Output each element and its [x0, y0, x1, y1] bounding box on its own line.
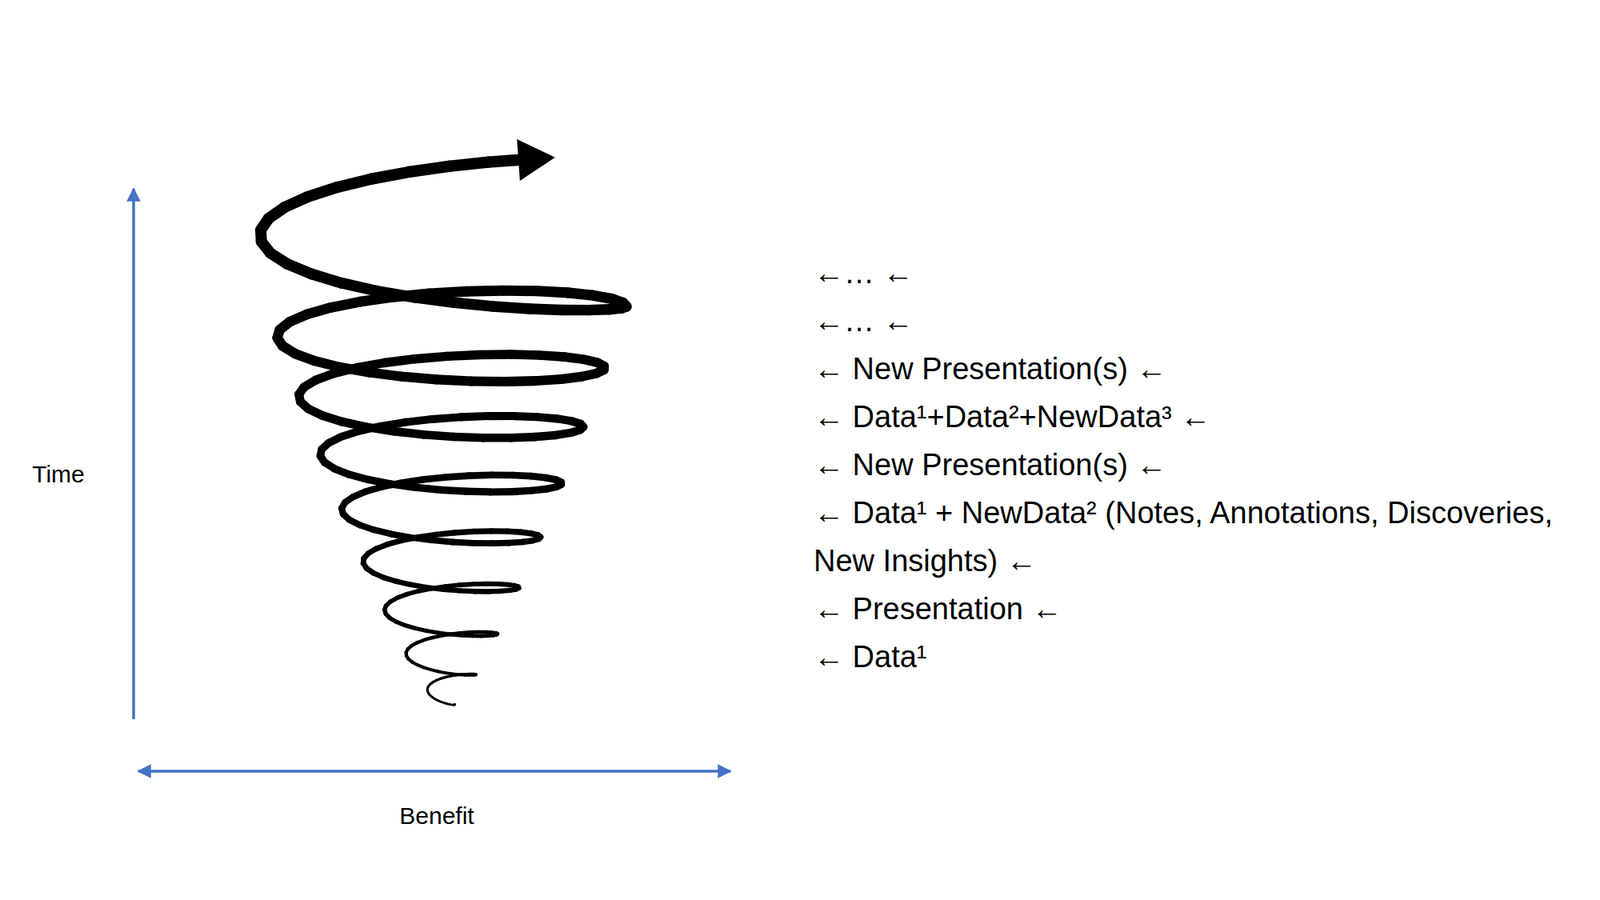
- spiral-stroke: [492, 306, 529, 309]
- spiral-stroke: [448, 162, 488, 167]
- cycle-step: ← Data¹: [813, 632, 1566, 681]
- cycle-step: ←… ←: [813, 296, 1566, 345]
- spiral-stroke: [423, 434, 454, 437]
- spiral-arrowhead: [516, 139, 556, 181]
- cycle-step: ← Data¹+Data²+NewData³ ←: [813, 392, 1566, 441]
- time-axis: [132, 188, 136, 720]
- spiral-stroke: [414, 487, 440, 490]
- spiral-stroke: [460, 416, 489, 417]
- spiral-stroke: [479, 349, 511, 360]
- spiral-stroke: [422, 477, 446, 480]
- spiral-stroke: [436, 379, 472, 381]
- spiral-stroke: [401, 376, 436, 380]
- spiral-stroke: [454, 302, 493, 307]
- spiral-stroke: [453, 436, 484, 438]
- spiral-stroke: [471, 376, 505, 387]
- cycle-step: ← Presentation ←: [813, 584, 1566, 633]
- spiral-stroke: [415, 356, 448, 359]
- spiral-stroke: [431, 540, 452, 542]
- axis-label: Benefit: [399, 801, 474, 831]
- cycle-step: ← New Presentation(s) ←: [813, 440, 1566, 489]
- axis-label: Time: [32, 460, 85, 489]
- spiral-stroke: [384, 359, 415, 364]
- cycle-step: ← Data¹ + NewData² (Notes, Annotations, …: [813, 488, 1566, 585]
- spiral-stroke: [429, 291, 467, 294]
- spiral-stroke: [445, 476, 469, 478]
- spiral-stroke: [447, 354, 480, 356]
- benefit-axis: [138, 769, 731, 773]
- spiral-stroke: [409, 166, 449, 172]
- cycle-step: ← New Presentation(s) ←: [813, 344, 1566, 393]
- spiral-stroke: [432, 416, 461, 420]
- spiral-stroke: [405, 419, 433, 423]
- step-list: ←… ←←… ←← New Presentation(s) ←← Data¹+D…: [813, 248, 1566, 681]
- spiral-illustration: [260, 139, 627, 705]
- spiral-stroke: [466, 290, 504, 292]
- spiral-stroke: [393, 431, 424, 435]
- spiral-stroke: [372, 172, 410, 180]
- spiral-stroke: [440, 489, 466, 492]
- spiral-stroke: [368, 372, 402, 377]
- spiral-stroke: [414, 297, 454, 303]
- cycle-step: ←… ←: [813, 248, 1566, 297]
- spiral-stroke: [376, 291, 416, 298]
